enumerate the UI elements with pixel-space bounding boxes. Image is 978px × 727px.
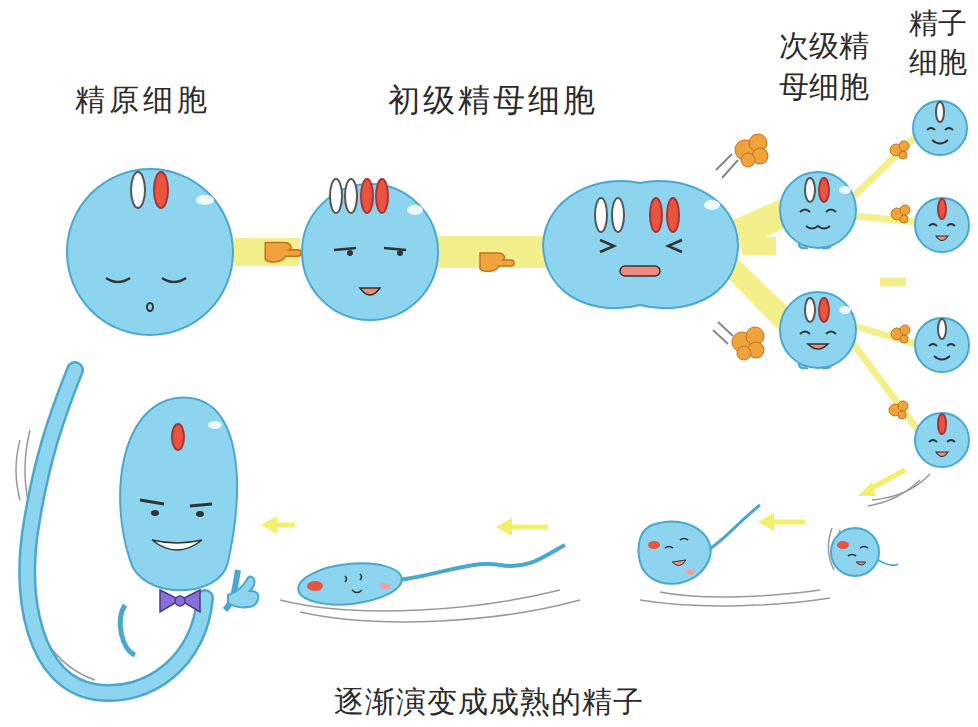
cell-group: 初级精母细胞 bbox=[300, 80, 742, 330]
cell-group: 次级精 母细胞 bbox=[776, 26, 880, 376]
spermatid-bands bbox=[852, 136, 918, 430]
maturing-cells bbox=[27, 370, 898, 693]
round-spermatid bbox=[831, 528, 898, 576]
secondary-spermatocyte bbox=[780, 292, 856, 368]
arrow bbox=[275, 523, 295, 528]
spermatid bbox=[913, 101, 967, 155]
cell-group: 精子 细胞 bbox=[906, 4, 978, 474]
stage-label: 精子 细胞 bbox=[909, 4, 976, 82]
arrow bbox=[772, 520, 805, 525]
spermatid bbox=[915, 198, 969, 252]
stage-label: 次级精 母细胞 bbox=[779, 26, 878, 107]
spermatogonium bbox=[67, 169, 233, 335]
puff bbox=[891, 205, 910, 223]
puff bbox=[890, 141, 909, 159]
cell-group: 精原细胞 bbox=[62, 80, 234, 342]
primary-spermatocyte bbox=[302, 179, 438, 320]
spermatid bbox=[915, 413, 969, 467]
division-band bbox=[234, 238, 300, 266]
puff bbox=[732, 327, 764, 360]
puffs bbox=[713, 134, 910, 419]
stage-label: 初级精母细胞 bbox=[388, 80, 598, 122]
division-band bbox=[880, 278, 906, 287]
puff bbox=[889, 401, 908, 419]
band bbox=[852, 136, 916, 198]
elongating-spermatid bbox=[639, 505, 761, 584]
spermatid bbox=[915, 318, 969, 372]
secondary-spermatocyte bbox=[780, 172, 856, 248]
arrow bbox=[868, 470, 905, 490]
stage-label: 精原细胞 bbox=[75, 80, 211, 119]
dividing-cell bbox=[543, 181, 738, 308]
progress-arrows bbox=[261, 470, 905, 536]
puff bbox=[735, 134, 768, 167]
caption-layer: 逐渐演变成成熟的精子 bbox=[0, 682, 978, 723]
hand-pointer bbox=[480, 253, 514, 271]
puff bbox=[891, 325, 910, 343]
band bbox=[852, 342, 918, 430]
band bbox=[854, 326, 916, 344]
elongated-spermatid bbox=[296, 545, 565, 609]
caption-text: 逐渐演变成成熟的精子 bbox=[334, 682, 644, 723]
band bbox=[854, 216, 916, 222]
mature-sperm bbox=[27, 370, 258, 693]
arrow bbox=[510, 525, 548, 530]
